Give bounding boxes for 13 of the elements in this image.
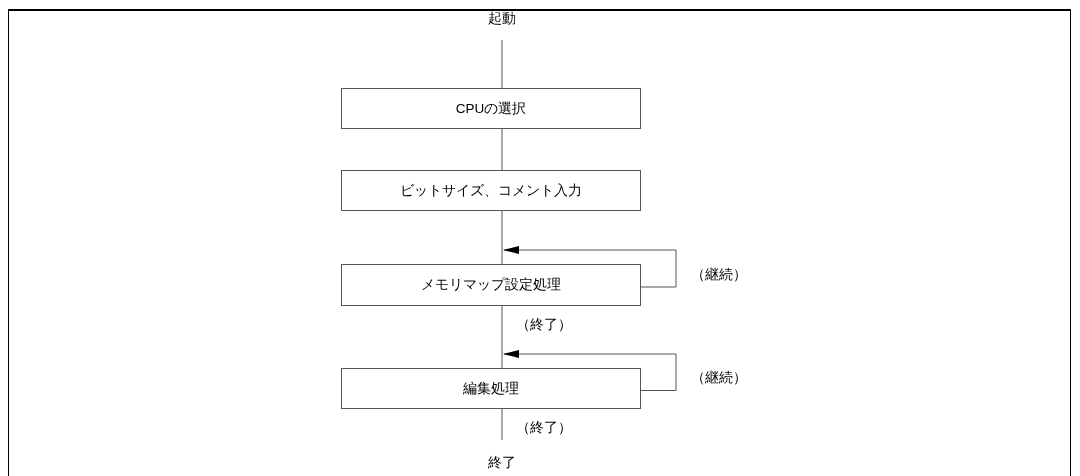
terminal-label: 終了	[442, 452, 562, 474]
process-box: CPUの選択	[341, 88, 641, 129]
connector-line	[501, 39, 503, 89]
terminal-label: 起動	[442, 8, 562, 30]
connector-line	[501, 305, 503, 369]
loop-arrow	[503, 350, 677, 391]
process-box: ビットサイズ、コメント入力	[341, 170, 641, 211]
process-box: 編集処理	[341, 368, 641, 409]
connector-line	[501, 408, 503, 441]
connector-line	[501, 128, 503, 171]
process-box: メモリマップ設定処理	[341, 264, 641, 306]
loop-arrow	[503, 246, 677, 288]
connector-line	[501, 210, 503, 265]
